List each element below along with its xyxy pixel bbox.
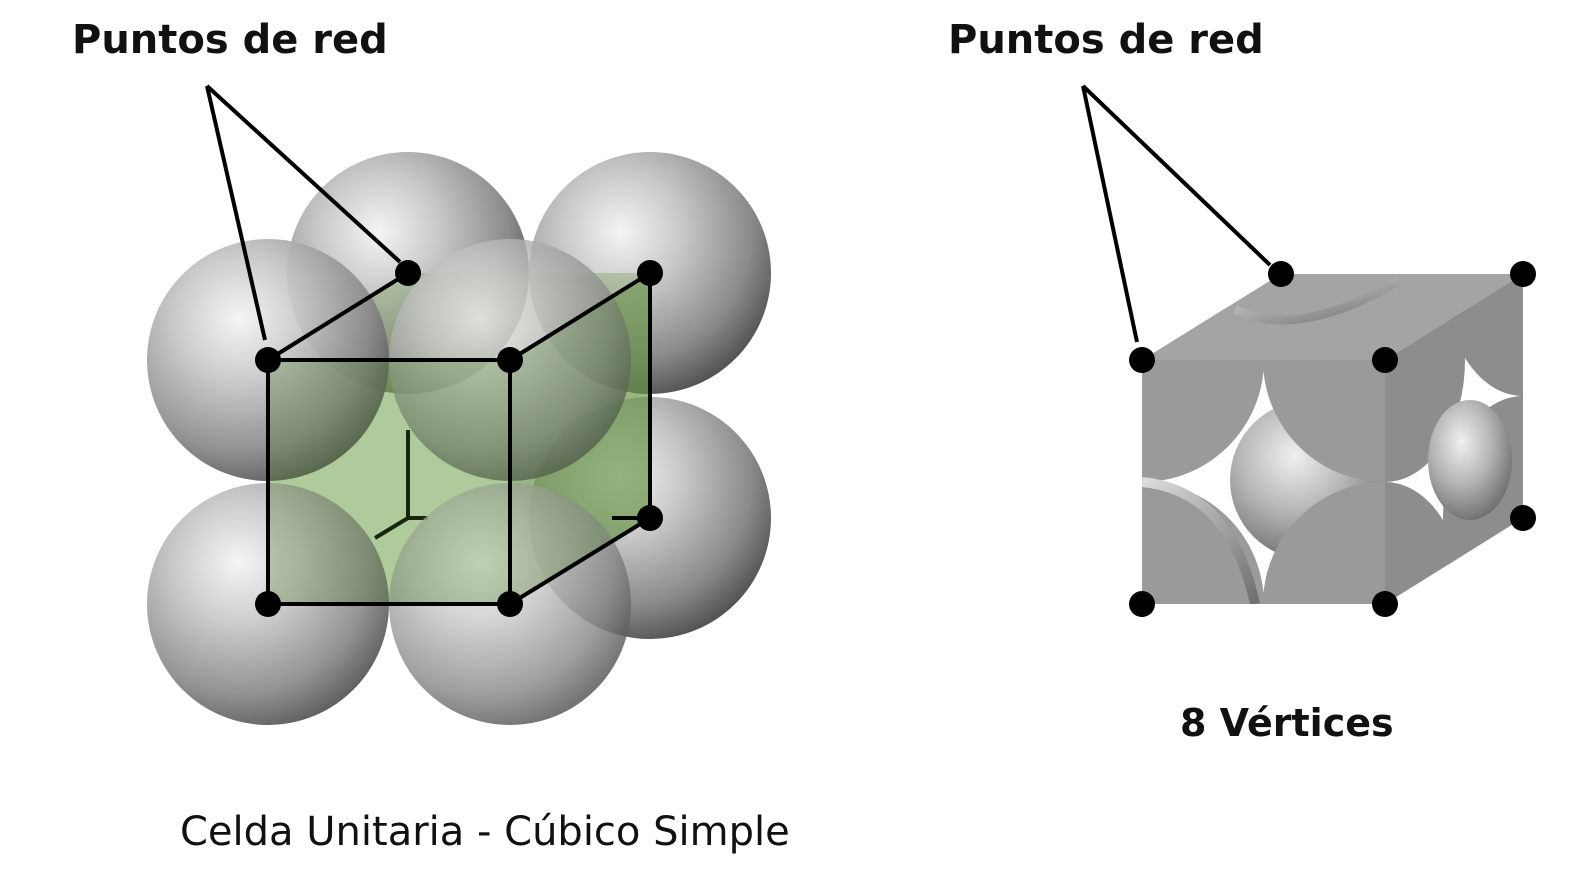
unit-cell-caption: Celda Unitaria - Cúbico Simple bbox=[180, 809, 790, 855]
right-cut-cube bbox=[1081, 84, 1536, 617]
vertex-point bbox=[1372, 591, 1398, 617]
vertex-point bbox=[1372, 347, 1398, 373]
lattice-point bbox=[497, 591, 523, 617]
left-lattice-points-label: Puntos de red bbox=[72, 17, 388, 63]
right-lattice-points-label: Puntos de red bbox=[948, 17, 1264, 63]
vertex-count-label: 8 Vértices bbox=[1180, 701, 1394, 745]
vertex-point bbox=[1129, 591, 1155, 617]
lattice-point bbox=[255, 591, 281, 617]
cell-side-tint-overlay bbox=[510, 273, 650, 604]
vertex-point bbox=[1268, 261, 1294, 287]
lattice-point bbox=[255, 347, 281, 373]
lattice-point bbox=[497, 347, 523, 373]
right-pointer-line-1 bbox=[1081, 85, 1139, 343]
right-pointer-line-2 bbox=[1081, 84, 1272, 267]
lattice-point bbox=[637, 505, 663, 531]
vertex-point bbox=[1510, 261, 1536, 287]
left-pointer-line-1 bbox=[205, 85, 267, 341]
vertex-point bbox=[1129, 347, 1155, 373]
left-sphere-packing bbox=[147, 84, 771, 725]
left-lattice-points bbox=[255, 260, 663, 617]
left-pointer-line-2 bbox=[205, 84, 402, 264]
right-lattice-points bbox=[1129, 261, 1536, 617]
vertex-point bbox=[1510, 505, 1536, 531]
hidden-edge-diagonal bbox=[373, 516, 410, 540]
lattice-point bbox=[637, 260, 663, 286]
unit-cell-edges bbox=[266, 271, 652, 606]
lattice-point bbox=[395, 260, 421, 286]
front-face bbox=[1142, 360, 1385, 604]
cell-tint-overlay bbox=[268, 360, 510, 604]
